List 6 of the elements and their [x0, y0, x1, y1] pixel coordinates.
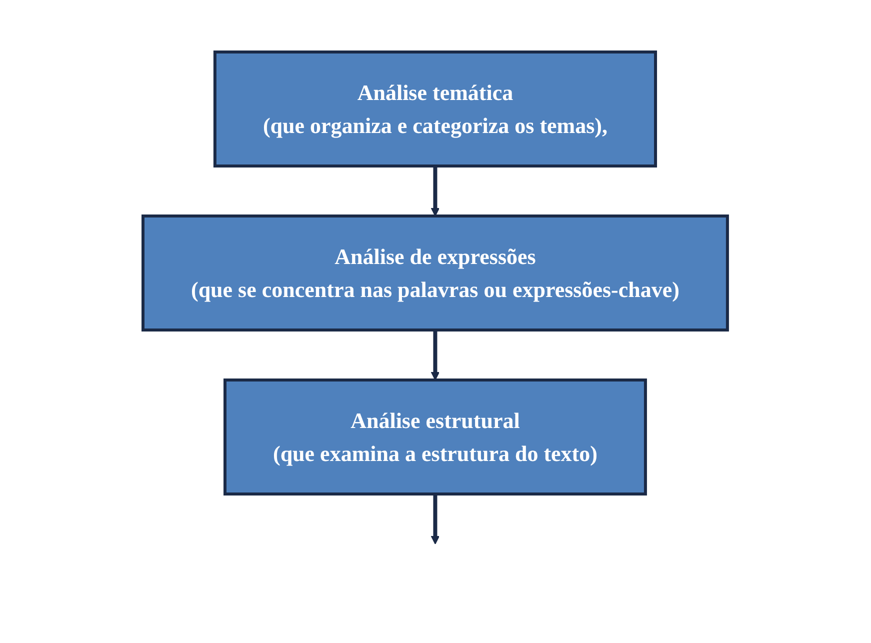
node-box: Análise de expressões (que se concentra nas palavras ou expressões-chave) — [142, 214, 730, 331]
arrow — [431, 330, 440, 380]
node-box: Análise estrutural (que examina a estrutura do texto) — [224, 378, 648, 495]
arrow — [431, 166, 440, 216]
node-box: Análise temática (que organiza e categoriza os temas), — [214, 50, 658, 167]
arrow — [431, 494, 440, 544]
